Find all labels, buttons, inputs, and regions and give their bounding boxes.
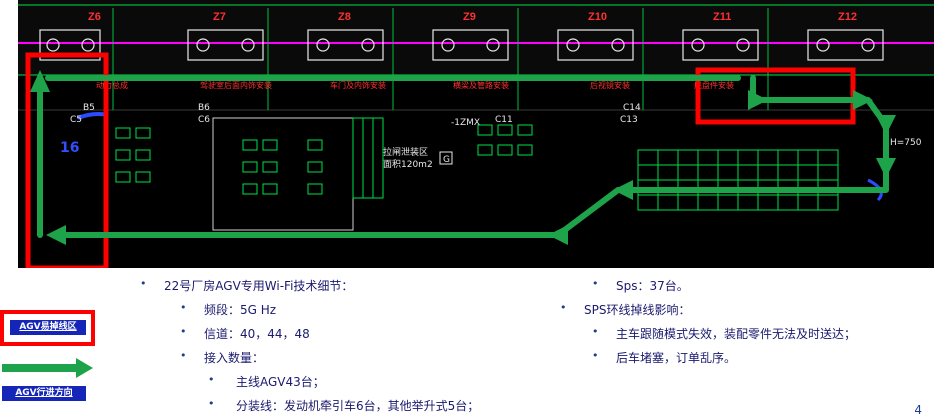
area-label: 车门及内饰安装	[330, 80, 386, 90]
equipment-row	[39, 29, 884, 61]
bullet-marker: •	[140, 277, 147, 290]
bullet-marker: •	[180, 349, 187, 362]
zone-tag: G	[443, 155, 450, 165]
grid-id: Z10	[588, 11, 607, 23]
arrowhead-left-icon	[548, 225, 568, 245]
bullet-marker: •	[592, 277, 599, 290]
arrowhead-left-icon	[46, 225, 66, 245]
column-label: C14	[623, 103, 641, 113]
bullet-marker: •	[208, 373, 215, 386]
bullet-text: 频段：5G Hz	[204, 303, 277, 317]
storage-racks	[352, 117, 839, 211]
area-label: 底盘件安装	[694, 80, 734, 90]
column-number: 16	[60, 140, 79, 156]
bullet-text: Sps：37台。	[616, 279, 689, 293]
column-label: -1ZMX	[451, 118, 480, 128]
bullet-marker: •	[592, 325, 599, 338]
arrowhead-right-icon	[76, 358, 93, 378]
bullet-marker: •	[180, 325, 187, 338]
workstations	[115, 124, 533, 195]
arrowhead-down-icon	[876, 115, 896, 135]
zone-text-line2: 面积120m2	[383, 158, 433, 170]
bullet-marker: •	[560, 301, 567, 314]
column-label: C6	[198, 115, 210, 125]
arrowhead-right-icon	[853, 90, 873, 110]
area-label: 横梁及管路安装	[453, 80, 509, 90]
legend-dropout-box: AGV易掉线区	[0, 310, 95, 346]
bullet-marker: •	[208, 397, 215, 410]
area-label: 驾驶室后面内饰安装	[200, 80, 272, 90]
grid-id: Z12	[838, 11, 857, 23]
arrowhead-down-icon	[876, 158, 896, 178]
bullet-text: 分装线：发动机牵引车6台，其他举升式5台；	[236, 399, 480, 413]
bullet-marker: •	[180, 301, 187, 314]
dropout-zone-left	[25, 52, 109, 268]
page-number: 4	[914, 403, 922, 417]
grid-columns	[112, 8, 769, 110]
area-label: 动力总成	[96, 80, 128, 90]
column-label: C5	[70, 115, 82, 125]
bullet-text: 后车堵塞，订单乱序。	[616, 351, 737, 365]
height-label: H=750	[890, 138, 922, 148]
bullet-text: 主线AGV43台；	[236, 375, 325, 389]
arrowhead-right-icon	[748, 90, 768, 110]
grid-id: Z6	[88, 11, 101, 23]
bullet-text: 22号厂房AGV专用Wi-Fi技术细节：	[164, 279, 354, 293]
bullet-text: SPS环线掉线影响：	[584, 303, 691, 317]
legend-direction-label: AGV行进方向	[2, 386, 86, 401]
assembly-zone-frame	[212, 117, 354, 231]
bullet-text: 主车跟随模式失效，装配零件无法及时送达；	[616, 327, 857, 341]
zone-text-line1: 拉闸泄装区	[383, 146, 428, 158]
column-label: C13	[620, 115, 638, 125]
legend-dropout-label: AGV易掉线区	[10, 320, 86, 335]
area-label: 后视镜安装	[590, 80, 630, 90]
grid-id: Z11	[713, 11, 731, 23]
grid-id: Z8	[338, 11, 351, 23]
legend-direction-arrow	[0, 357, 95, 379]
grid-id: Z9	[463, 11, 476, 23]
bullet-marker: •	[592, 349, 599, 362]
bullet-text: 接入数量：	[204, 351, 265, 365]
arrowhead-up-icon	[30, 70, 50, 92]
grid-id: Z7	[213, 11, 226, 23]
assembly-line-strip	[18, 0, 934, 75]
route-arrowheads	[30, 70, 896, 245]
column-label: C11	[495, 115, 513, 125]
bullet-text: 信道：40，44，48	[204, 327, 310, 341]
factory-layout-diagram: Z6 Z7 Z8 Z9 Z10 Z11 Z12 动力总成 驾驶室后面内饰安装 车…	[18, 0, 934, 268]
layout-svg: Z6 Z7 Z8 Z9 Z10 Z11 Z12 动力总成 驾驶室后面内饰安装 车…	[18, 0, 934, 268]
column-label: B5	[83, 103, 95, 113]
column-label: B6	[198, 103, 210, 113]
arrowhead-left-icon	[613, 180, 633, 200]
